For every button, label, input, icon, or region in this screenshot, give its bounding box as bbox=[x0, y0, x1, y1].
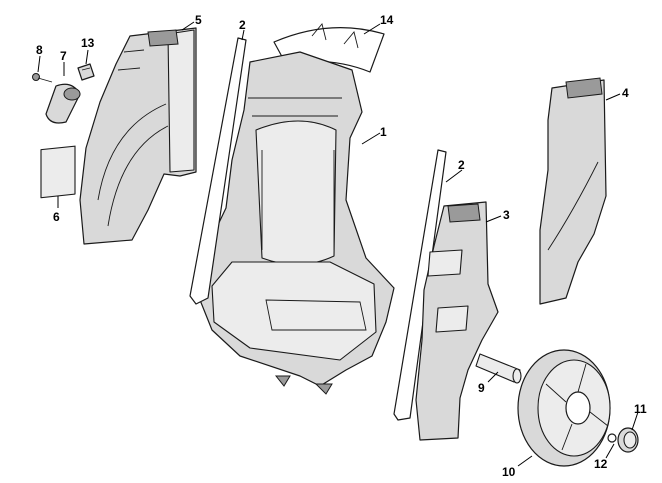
part-handle-knob bbox=[45, 83, 81, 124]
part-label-sticker bbox=[40, 145, 76, 199]
part-right-side-cover bbox=[415, 201, 499, 441]
part-axle bbox=[475, 353, 522, 384]
part-main-housing bbox=[199, 51, 395, 395]
part-left-side-cover bbox=[79, 27, 197, 245]
callout-6: 6 bbox=[53, 210, 60, 224]
callout-4: 4 bbox=[622, 86, 629, 100]
part-screw bbox=[32, 73, 53, 83]
callout-9: 9 bbox=[478, 381, 485, 395]
callout-12: 12 bbox=[594, 457, 608, 471]
callout-14: 14 bbox=[380, 13, 394, 27]
callout-7: 7 bbox=[60, 49, 67, 63]
callout-1: 1 bbox=[380, 125, 387, 139]
part-rear-right-cover bbox=[539, 77, 607, 305]
part-trim-strip-right bbox=[393, 149, 447, 421]
callout-10: 10 bbox=[502, 465, 516, 479]
callout-2b: 2 bbox=[458, 158, 465, 172]
callout-3: 3 bbox=[503, 208, 510, 222]
leader-lines bbox=[37, 21, 639, 467]
part-trim-strip-left bbox=[189, 37, 247, 305]
callout-2a: 2 bbox=[239, 18, 246, 32]
part-washer bbox=[607, 433, 617, 443]
callouts: 1 2 2 3 4 5 6 7 8 9 10 11 12 13 14 bbox=[36, 13, 647, 479]
callout-11: 11 bbox=[634, 402, 647, 416]
part-clip bbox=[77, 63, 95, 81]
callout-13: 13 bbox=[81, 36, 95, 50]
callout-8: 8 bbox=[36, 43, 43, 57]
part-wheel bbox=[517, 349, 611, 467]
callout-5: 5 bbox=[195, 13, 202, 27]
part-hub-cap bbox=[617, 427, 639, 453]
